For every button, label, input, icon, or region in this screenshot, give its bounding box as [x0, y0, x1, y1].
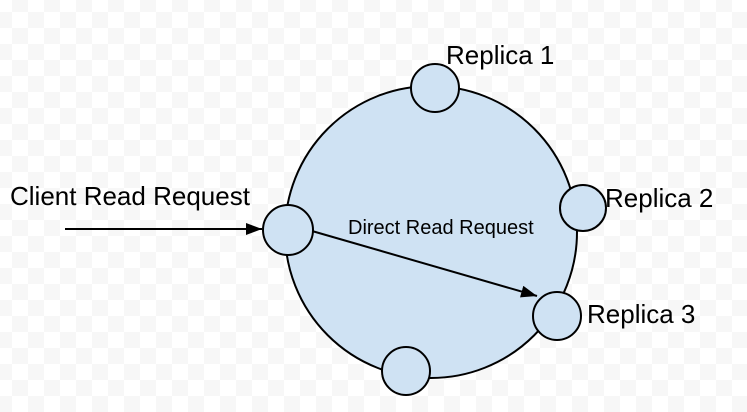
- direct-read-request-label: Direct Read Request: [348, 217, 534, 239]
- client-read-request-label: Client Read Request: [10, 181, 251, 211]
- replica-2-label: Replica 2: [605, 183, 713, 213]
- replica-3-node: [532, 291, 582, 341]
- direct-read-request-arrow: [311, 230, 538, 298]
- replica-1-label: Replica 1: [446, 40, 554, 70]
- bottom-node: [381, 346, 431, 396]
- replica-2-node: [559, 184, 607, 232]
- replica-1-node: [410, 63, 460, 113]
- coordinator-node: [262, 204, 314, 256]
- replica-3-label: Replica 3: [587, 299, 695, 329]
